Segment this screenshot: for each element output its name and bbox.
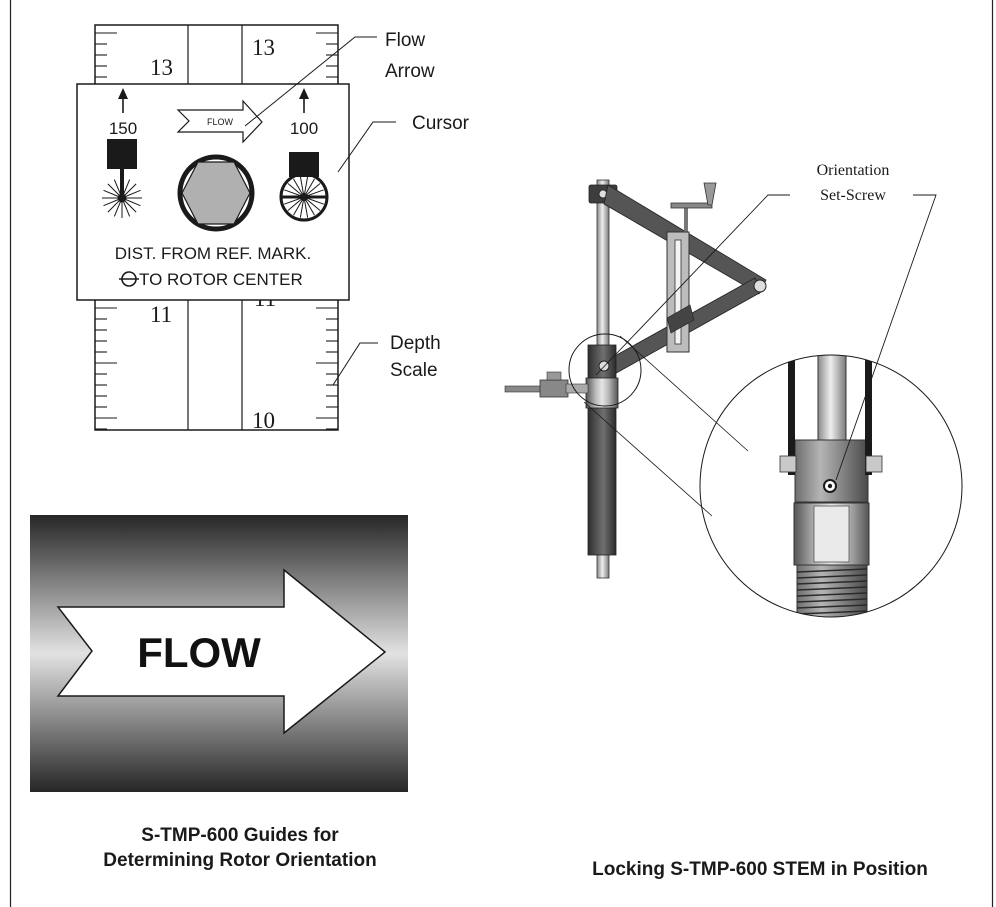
tick-mark (796, 568, 868, 573)
big-flow-label: FLOW (137, 629, 261, 676)
mini-flow-label: FLOW (207, 117, 234, 127)
scale-number-13-right: 13 (252, 35, 275, 60)
big-flow-arrow-icon (56, 568, 387, 735)
orientation-set-screw-callout: Orientation Set-Screw (595, 162, 937, 481)
tick-mark (796, 610, 868, 615)
magnified-view (699, 354, 963, 618)
scale-number-10-right: 10 (252, 408, 275, 433)
scale-number-13-left: 13 (150, 55, 173, 80)
left-caption-line2: Determining Rotor Orientation (103, 850, 377, 871)
flow-arrow-callout: Flow Arrow (244, 30, 435, 127)
hex-nut-icon (177, 154, 255, 232)
tick-mark (796, 574, 868, 579)
mini-flow-arrow-icon: FLOW (176, 99, 263, 144)
tick-mark (796, 598, 868, 603)
depth-scale-callout: Depth Scale (332, 333, 441, 386)
orientation-label-line1: Orientation (817, 162, 890, 179)
flow-panel: FLOW (30, 515, 408, 792)
cursor-callout: Cursor (337, 113, 470, 173)
tick-mark (796, 586, 868, 591)
orientation-label-line2: Set-Screw (820, 187, 886, 204)
left-caption-line1: S-TMP-600 Guides for (141, 825, 339, 846)
zoom-connector-line (619, 335, 749, 452)
depth-scale-label-line1: Depth (390, 333, 441, 354)
up-arrow-icon (299, 88, 309, 113)
rotor-center-icon (119, 271, 139, 287)
cursor-card: 150 100 FLOW DIST. FROM REF. MARK. (76, 83, 350, 301)
dist-text-line1: DIST. FROM REF. MARK. (115, 244, 311, 263)
flow-arrow-label-line1: Flow (385, 30, 425, 51)
tick-mark (796, 580, 868, 585)
right-rotor-icon (279, 152, 329, 222)
tick-mark (796, 604, 868, 609)
zoom-connector-line (583, 401, 713, 517)
left-rotor-icon (102, 139, 142, 218)
scale-number-11-left: 11 (150, 302, 172, 327)
tick-mark (796, 592, 868, 597)
flow-arrow-label-line2: Arrow (385, 61, 435, 82)
value-150: 150 (109, 119, 137, 138)
right-caption: Locking S-TMP-600 STEM in Position (592, 859, 928, 880)
cursor-label: Cursor (412, 113, 470, 134)
depth-scale-label-line2: Scale (390, 360, 438, 381)
stem-assembly (504, 179, 767, 579)
up-arrow-icon (118, 88, 128, 113)
value-100: 100 (290, 119, 318, 138)
left-caption: S-TMP-600 Guides for Determining Rotor O… (20, 823, 460, 873)
dist-text-line2: TO ROTOR CENTER (139, 270, 303, 289)
